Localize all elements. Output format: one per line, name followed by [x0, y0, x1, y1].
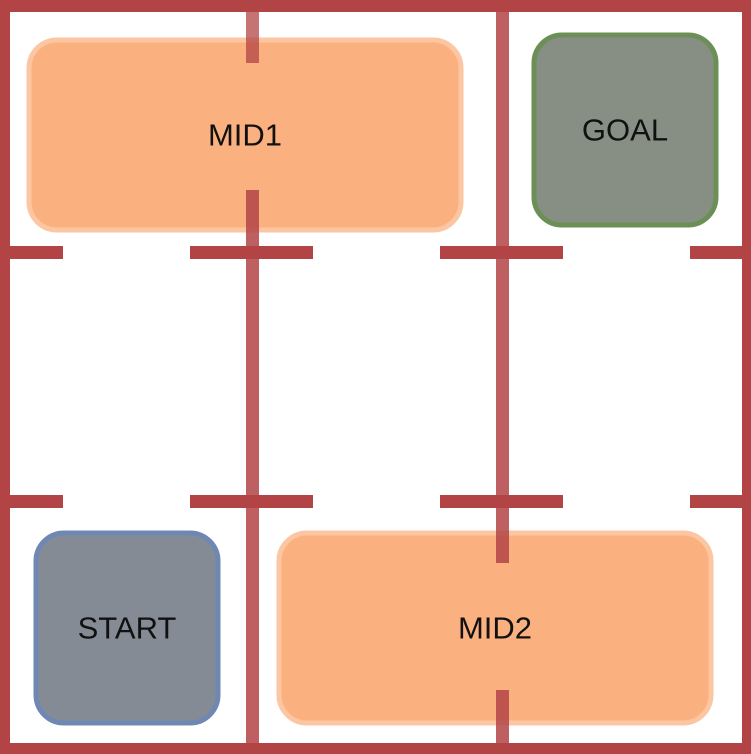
wall-v1-a [246, 0, 259, 63]
room-mid2 [276, 530, 714, 726]
room-label-start: START [78, 611, 177, 646]
room-mid1 [26, 37, 464, 233]
wall-outer-top [0, 0, 751, 12]
wall-h2-seg3 [440, 495, 563, 508]
room-label-mid2: MID2 [458, 611, 532, 646]
wall-h1-seg3 [440, 246, 563, 259]
wall-h2-seg1 [0, 495, 63, 508]
wall-v2-a [496, 0, 509, 563]
wall-h2-seg2 [190, 495, 313, 508]
wall-h1-seg2 [190, 246, 313, 259]
wall-v1-b [246, 190, 259, 754]
wall-v2-b [496, 690, 509, 754]
wall-h2-seg4 [690, 495, 751, 508]
wall-h1-seg4 [690, 246, 751, 259]
wall-outer-right [742, 0, 751, 754]
room-label-mid1: MID1 [208, 118, 282, 153]
wall-h1-seg1 [0, 246, 63, 259]
room-label-goal: GOAL [582, 113, 668, 148]
room-goal [531, 32, 719, 228]
wall-outer-left [0, 0, 10, 754]
wall-outer-bottom [0, 743, 751, 754]
room-start [33, 530, 221, 726]
